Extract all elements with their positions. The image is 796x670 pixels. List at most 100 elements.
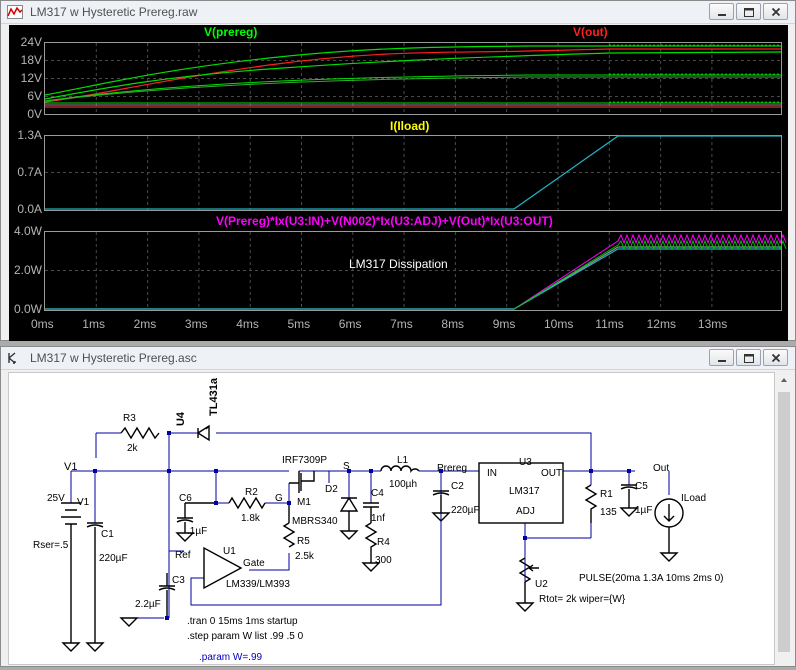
- ground-icon: [431, 512, 451, 522]
- step-directive[interactable]: .step param W list .99 .5 0: [187, 631, 304, 642]
- schematic-canvas[interactable]: R3 2k U4 TL431a V1 V1 25V Rser=.5 C1 220…: [8, 372, 775, 665]
- c2-label[interactable]: C2: [451, 481, 464, 492]
- r4-label[interactable]: R4: [377, 537, 390, 548]
- junction-dot: [214, 501, 218, 505]
- schematic-vertical-scrollbar[interactable]: [776, 372, 792, 665]
- iload-value[interactable]: PULSE(20ma 1.3A 10ms 2ms 0): [579, 573, 724, 584]
- r2-value[interactable]: 1.8k: [241, 513, 260, 524]
- minimize-button[interactable]: [709, 3, 734, 20]
- d2-value[interactable]: MBRS340: [292, 516, 338, 527]
- junction-dot: [167, 469, 171, 473]
- v1-rser[interactable]: Rser=.5: [33, 540, 69, 551]
- c4-value[interactable]: 1nf: [371, 513, 385, 524]
- c5-label[interactable]: C5: [635, 481, 648, 492]
- junction-dot: [287, 501, 291, 505]
- u3-value[interactable]: LM317: [509, 486, 540, 497]
- trace-level-12v: [44, 74, 781, 102]
- r3-label[interactable]: R3: [123, 413, 136, 424]
- gate-net-label[interactable]: Gate: [243, 558, 265, 569]
- d2-label[interactable]: D2: [325, 484, 338, 495]
- pane1-ytick: 18V: [20, 53, 42, 67]
- wire-top-rail: [95, 432, 592, 471]
- c4-label[interactable]: C4: [371, 488, 384, 499]
- pane2-ytick: 0.0A: [17, 202, 42, 216]
- u2-value[interactable]: Rtot= 2k wiper={W}: [539, 594, 626, 605]
- prereg-net-label[interactable]: Prereg: [437, 463, 468, 474]
- iload-label[interactable]: ILoad: [681, 493, 707, 504]
- r5-resistor: [282, 503, 296, 548]
- s-label[interactable]: S: [343, 461, 350, 472]
- l1-value[interactable]: 100µh: [389, 479, 418, 490]
- restore-button[interactable]: [736, 3, 761, 20]
- u4-label[interactable]: U4: [175, 411, 188, 427]
- r5-label[interactable]: R5: [297, 536, 310, 547]
- x-tick-label: 7ms: [390, 317, 413, 331]
- tran-directive[interactable]: .tran 0 15ms 1ms startup: [187, 616, 298, 627]
- plot-area[interactable]: V(prereg) V(out) I(Iload) V(Prereg)*Ix(U…: [9, 25, 788, 341]
- pane1-trace-right-title[interactable]: V(out): [573, 25, 608, 39]
- c6-label[interactable]: C6: [179, 493, 192, 504]
- wire-prereg: [190, 470, 479, 606]
- c2-value[interactable]: 220µF: [451, 505, 480, 516]
- v1-value[interactable]: 25V: [47, 493, 65, 504]
- v1-label[interactable]: V1: [77, 497, 90, 508]
- restore-button[interactable]: [736, 349, 761, 366]
- r1-value[interactable]: 135: [600, 507, 617, 518]
- wire-v1-rail: [70, 470, 289, 523]
- close-button[interactable]: [763, 3, 788, 20]
- waveform-titlebar[interactable]: LM317 w Hysteretic Prereg.raw: [1, 1, 795, 24]
- u1-label[interactable]: U1: [223, 546, 236, 557]
- trace-iload: [45, 135, 781, 210]
- c5-cap: [620, 484, 638, 508]
- x-tick-label: 5ms: [287, 317, 311, 331]
- wire-switch: [299, 470, 381, 503]
- junction-dot: [627, 469, 631, 473]
- c1-value[interactable]: 220µF: [99, 553, 128, 564]
- close-button[interactable]: [763, 349, 788, 366]
- wire-out: [563, 470, 670, 495]
- m1-type[interactable]: IRF7309P: [282, 455, 328, 466]
- ground-icon: [175, 532, 195, 542]
- l1-label[interactable]: L1: [397, 455, 409, 466]
- c3-label[interactable]: C3: [172, 575, 185, 586]
- c6-value[interactable]: .1µF: [187, 526, 208, 537]
- schematic-titlebar[interactable]: LM317 w Hysteretic Prereg.asc: [1, 347, 795, 370]
- scroll-up-icon[interactable]: [781, 378, 787, 382]
- pane2-trace-title[interactable]: I(Iload): [390, 119, 430, 133]
- pane2-ytick: 1.3A: [17, 128, 42, 142]
- pane1-trace-left-title[interactable]: V(prereg): [204, 25, 258, 39]
- r1-label[interactable]: R1: [600, 489, 613, 500]
- ground-icon: [119, 617, 139, 627]
- out-net-label[interactable]: Out: [653, 463, 670, 474]
- c3-value[interactable]: 2.2µF: [135, 599, 161, 610]
- pane1-ytick: 6V: [27, 89, 42, 103]
- ground-icon: [339, 530, 359, 540]
- r4-value[interactable]: 300: [375, 555, 392, 566]
- ref-net-label[interactable]: Ref: [175, 550, 191, 561]
- c1-label[interactable]: C1: [101, 529, 114, 540]
- trace-vprereg-upper: [44, 45, 781, 96]
- r4-resistor: [364, 522, 378, 563]
- r2-label[interactable]: R2: [245, 487, 258, 498]
- d2-diode: [339, 496, 359, 531]
- ground-icon: [515, 602, 535, 612]
- c3-cap: [158, 573, 176, 618]
- r3-value[interactable]: 2k: [127, 443, 138, 454]
- dissipation-annotation: LM317 Dissipation: [349, 257, 448, 271]
- junction-dot: [439, 469, 443, 473]
- u4-value[interactable]: TL431a: [207, 378, 220, 416]
- u1-value[interactable]: LM339/LM393: [226, 579, 290, 590]
- param-directive[interactable]: .param W=.99: [199, 652, 263, 663]
- ground-icon: [85, 642, 105, 652]
- r5-value[interactable]: 2.5k: [295, 551, 314, 562]
- c5-value[interactable]: 1µF: [635, 505, 653, 516]
- pane3-trace-title[interactable]: V(Prereg)*Ix(U3:IN)+V(N002)*Ix(U3:ADJ)+V…: [216, 214, 553, 228]
- u3-label[interactable]: U3: [519, 457, 532, 468]
- v1-net-label[interactable]: V1: [64, 461, 78, 473]
- trace-dissipation-magenta: [513, 233, 787, 310]
- u2-label[interactable]: U2: [535, 579, 548, 590]
- gate-g-label[interactable]: G: [275, 493, 283, 504]
- scroll-thumb[interactable]: [778, 392, 790, 652]
- m1-label[interactable]: M1: [297, 497, 311, 508]
- minimize-button[interactable]: [709, 349, 734, 366]
